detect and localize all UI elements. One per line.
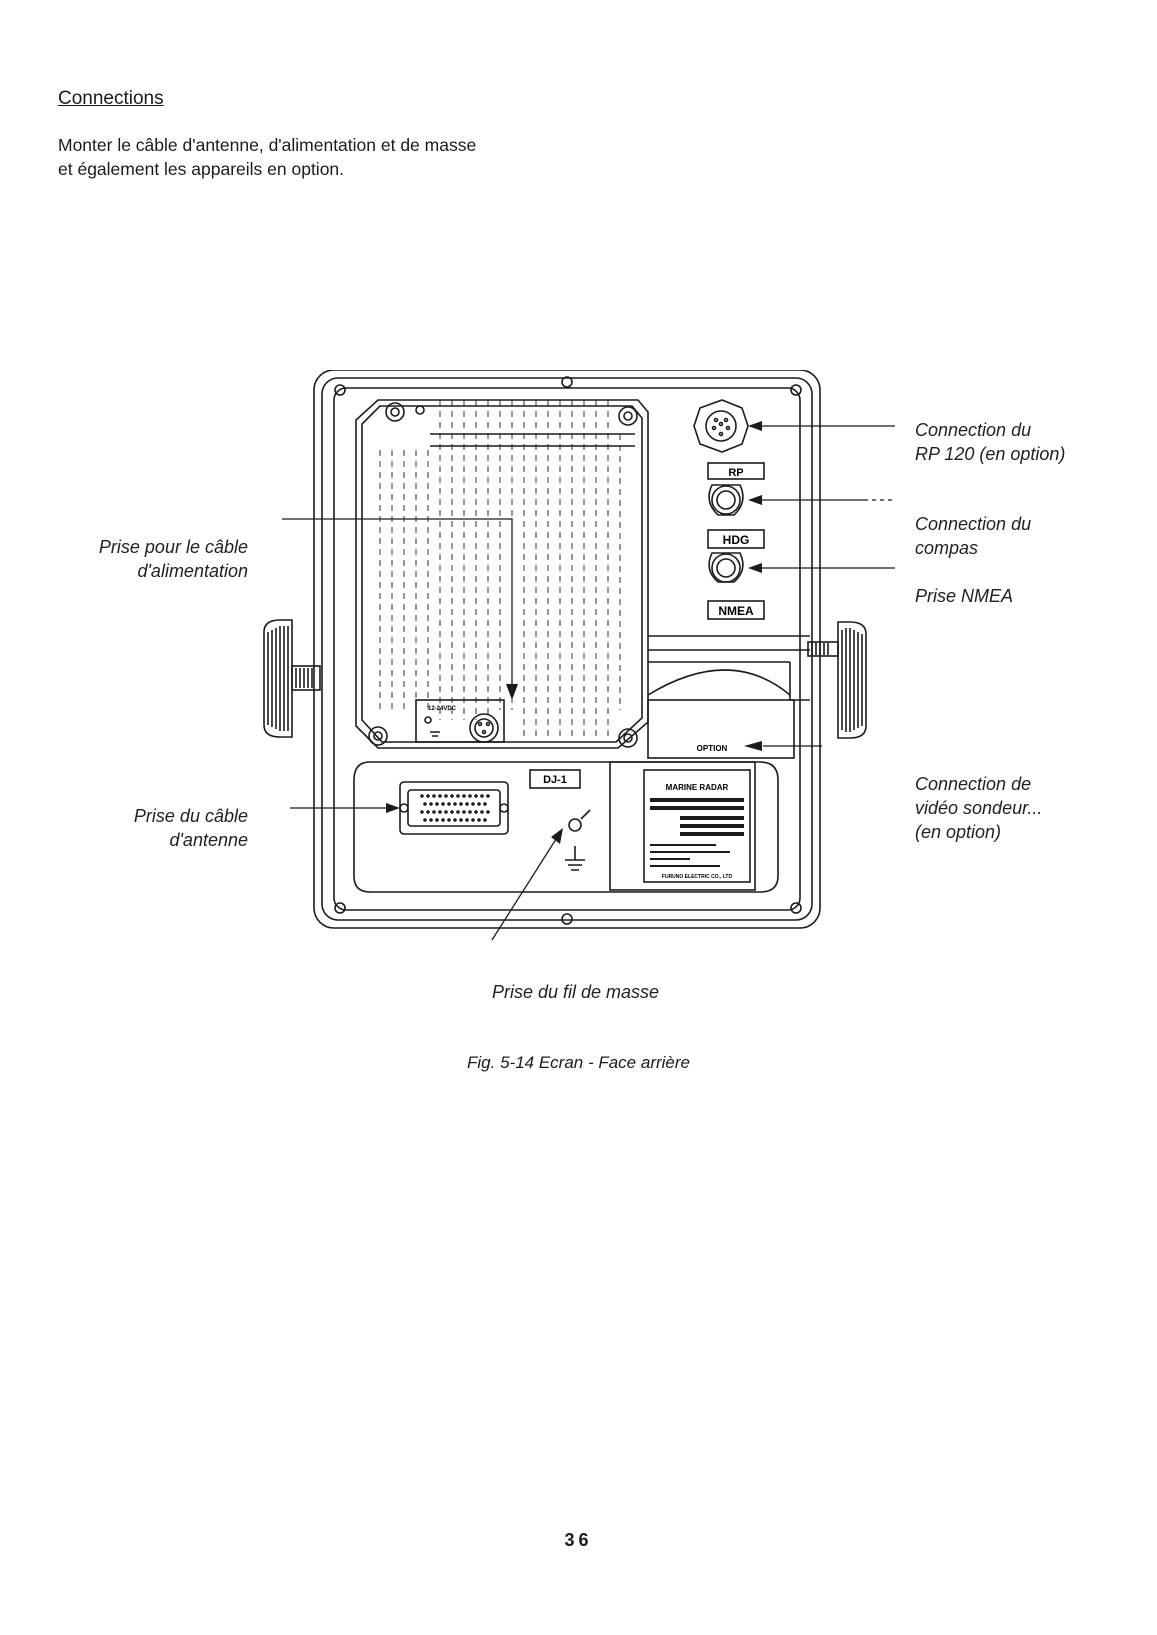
port-label-nmea: NMEA bbox=[718, 604, 754, 618]
callout-rp120: Connection du RP 120 (en option) bbox=[915, 418, 1065, 466]
callout-antenne-line2: d'antenne bbox=[169, 830, 248, 850]
intro-line-2: et également les appareils en option. bbox=[58, 159, 345, 179]
intro-paragraph: Monter le câble d'antenne, d'alimentatio… bbox=[58, 133, 618, 181]
dj1-label: DJ-1 bbox=[543, 774, 567, 786]
callout-rp120-line1: Connection du bbox=[915, 420, 1032, 440]
callout-antenne-line1: Prise du câble bbox=[133, 806, 248, 826]
figure-caption: Fig. 5-14 Ecran - Face arrière bbox=[467, 1053, 690, 1072]
left-knob bbox=[263, 619, 321, 738]
intro-line-1: Monter le câble d'antenne, d'alimentatio… bbox=[58, 135, 477, 155]
right-knob bbox=[807, 621, 867, 739]
callout-video: Connection de vidéo sondeur... (en optio… bbox=[915, 772, 1042, 844]
power-connector-label: 12-24VDC bbox=[428, 706, 457, 712]
callout-rp120-line2: RP 120 (en option) bbox=[915, 444, 1066, 464]
callout-alimentation: Prise pour le câble d'alimentation bbox=[40, 535, 248, 583]
callout-compas: Connection du compas bbox=[915, 512, 1031, 560]
callout-video-line2: vidéo sondeur... bbox=[915, 798, 1043, 818]
callout-compas-line2: compas bbox=[915, 538, 979, 558]
section-heading: Connections bbox=[58, 88, 164, 109]
callout-alimentation-line2: d'alimentation bbox=[137, 561, 248, 581]
callout-nmea: Prise NMEA bbox=[915, 586, 1014, 606]
callout-masse: Prise du fil de masse bbox=[492, 982, 660, 1002]
radar-rear-panel-drawing: RP HDG NMEA OPTION DJ-1 12-24VDC MARINE … bbox=[263, 370, 895, 941]
option-port-label: OPTION bbox=[697, 744, 728, 753]
nameplate-footer: FURUNO ELECTRIC CO., LTD bbox=[662, 874, 733, 880]
callout-video-line3: (en option) bbox=[915, 822, 1002, 842]
port-label-rp: RP bbox=[728, 467, 743, 479]
callout-alimentation-line1: Prise pour le câble bbox=[98, 537, 248, 557]
nameplate-title: MARINE RADAR bbox=[666, 783, 729, 792]
callout-antenne: Prise du câble d'antenne bbox=[40, 804, 248, 852]
callout-compas-line1: Connection du bbox=[915, 514, 1032, 534]
callout-video-line1: Connection de bbox=[915, 774, 1032, 794]
port-label-hdg: HDG bbox=[723, 533, 750, 547]
page-number: 36 bbox=[564, 1530, 593, 1550]
